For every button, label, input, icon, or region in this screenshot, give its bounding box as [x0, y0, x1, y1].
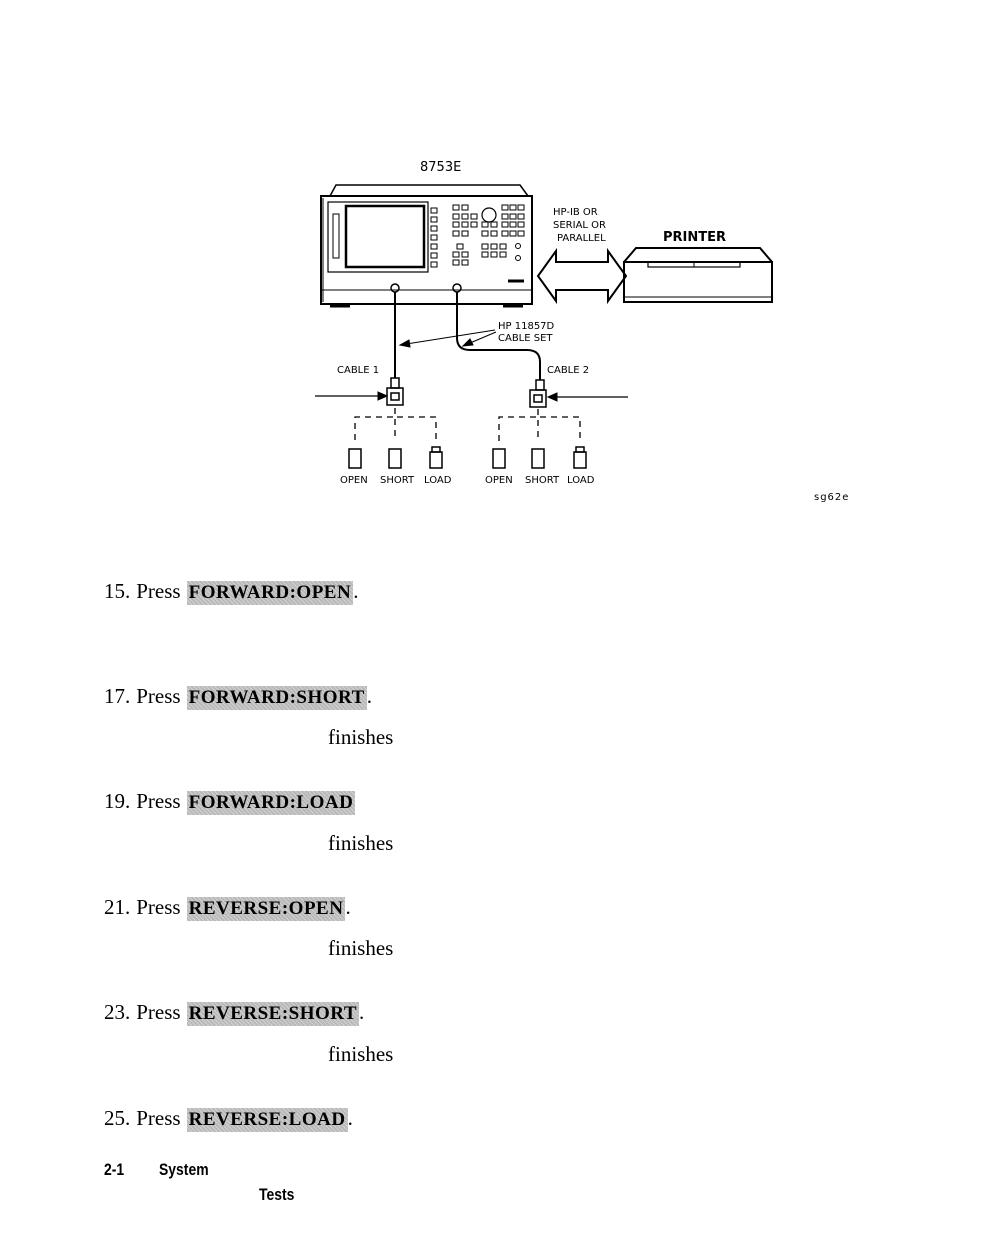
finishes-text: finishes: [328, 936, 394, 960]
softkey-reverse-load[interactable]: REVERSE:LOAD: [186, 1108, 348, 1132]
calibration-setup-diagram: 8753E: [315, 160, 849, 503]
cable-set-label-1: HP 11857D: [498, 321, 555, 332]
port-2-connector-icon: [529, 379, 547, 408]
step-number: 17.: [104, 684, 131, 708]
printer-label: PRINTER: [663, 230, 726, 245]
link-label-2: SERIAL OR: [553, 220, 606, 231]
step-verb: Press: [136, 1106, 181, 1130]
load-standard-icon: [573, 446, 587, 469]
step-verb: Press: [136, 895, 181, 919]
cable-2-icon: [456, 292, 541, 380]
instrument-label: 8753E: [420, 160, 461, 175]
softkey-forward-short[interactable]: FORWARD:SHORT: [186, 686, 367, 710]
step-verb: Press: [136, 1000, 181, 1024]
arrow-right-icon: [315, 391, 389, 401]
softkey-reverse-short[interactable]: REVERSE:SHORT: [186, 1002, 360, 1026]
cable-1-label: CABLE 1: [337, 365, 379, 376]
step-number: 25.: [104, 1106, 131, 1130]
step-verb: Press: [136, 684, 181, 708]
step-suffix: .: [366, 684, 373, 708]
softkey-forward-load[interactable]: FORWARD:LOAD: [186, 791, 356, 815]
standards-dashed-lines: [354, 408, 581, 443]
step-number: 23.: [104, 1000, 131, 1024]
softkey-forward-open[interactable]: FORWARD:OPEN: [186, 581, 354, 605]
cable-set-pointer-icon: [398, 329, 497, 348]
port-1-connector-icon: [386, 377, 404, 406]
section-title-word-1: System: [159, 1160, 209, 1179]
link-label-3: PARALLEL: [557, 233, 606, 244]
step-suffix: .: [353, 579, 359, 603]
finishes-text: finishes: [328, 831, 394, 855]
cable-2-label: CABLE 2: [547, 365, 589, 376]
section-title-word-2: Tests: [259, 1185, 295, 1204]
double-arrow-icon: [536, 247, 628, 305]
step-number: 15.: [104, 579, 131, 603]
short-standard-icon: [531, 448, 545, 469]
figure-id: sg62e: [814, 492, 849, 503]
open-standard-icon: [348, 448, 362, 469]
standard-label: SHORT: [525, 475, 560, 486]
arrow-left-icon: [546, 392, 628, 402]
step-suffix: .: [347, 1106, 353, 1130]
step-verb: Press: [136, 579, 181, 603]
softkey-reverse-open[interactable]: REVERSE:OPEN: [186, 897, 346, 921]
standard-label: OPEN: [340, 475, 368, 486]
standard-label: LOAD: [567, 475, 595, 486]
standard-label: LOAD: [424, 475, 452, 486]
printer-icon: [623, 247, 773, 303]
step-suffix: .: [359, 1000, 365, 1024]
open-standard-icon: [492, 448, 506, 469]
standard-label: SHORT: [380, 475, 415, 486]
short-standard-icon: [388, 448, 402, 469]
standard-label: OPEN: [485, 475, 513, 486]
step-suffix: .: [345, 895, 351, 919]
cable-set-label-2: CABLE SET: [498, 333, 553, 344]
step-number: 21.: [104, 895, 131, 919]
finishes-text: finishes: [328, 1042, 394, 1066]
link-label-1: HP-IB OR: [553, 207, 598, 218]
step-verb: Press: [136, 789, 181, 813]
load-standard-icon: [429, 446, 443, 469]
page-number: 2-1: [104, 1160, 125, 1179]
finishes-text: finishes: [328, 725, 394, 749]
network-analyzer-icon: [320, 184, 533, 308]
step-number: 19.: [104, 789, 131, 813]
